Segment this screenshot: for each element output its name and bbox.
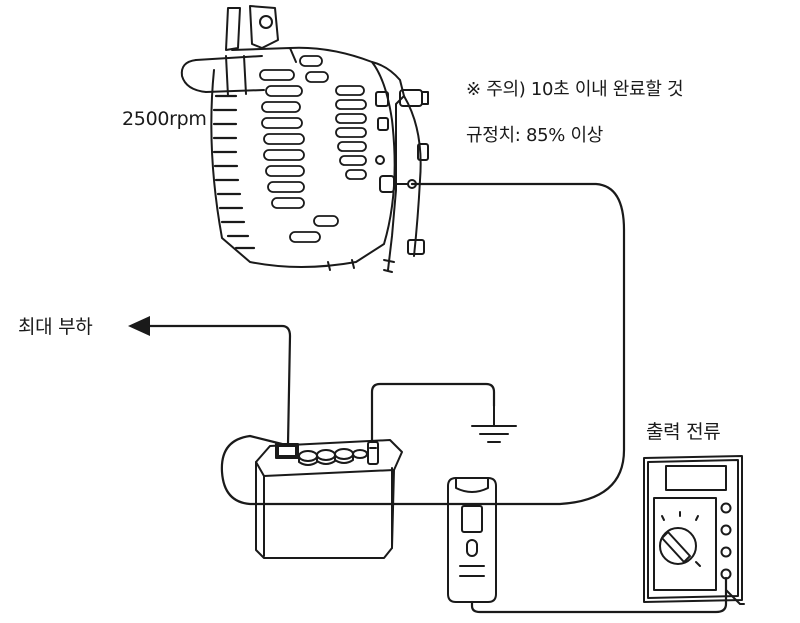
wires (148, 182, 728, 614)
alternator (180, 5, 429, 273)
clamp-meter (447, 477, 497, 603)
spec-value-label: 규정치: 85% 이상 (466, 125, 604, 146)
output-current-label: 출력 전류 (646, 421, 721, 443)
battery (255, 439, 403, 559)
max-load-arrow (128, 316, 150, 336)
max-load-label: 최대 부하 (18, 316, 93, 338)
caution-note: ※ 주의) 10초 이내 완료할 것 (466, 79, 684, 100)
multimeter (643, 455, 745, 605)
rpm-label: 2500rpm (122, 108, 207, 130)
ground-symbol (471, 405, 517, 443)
